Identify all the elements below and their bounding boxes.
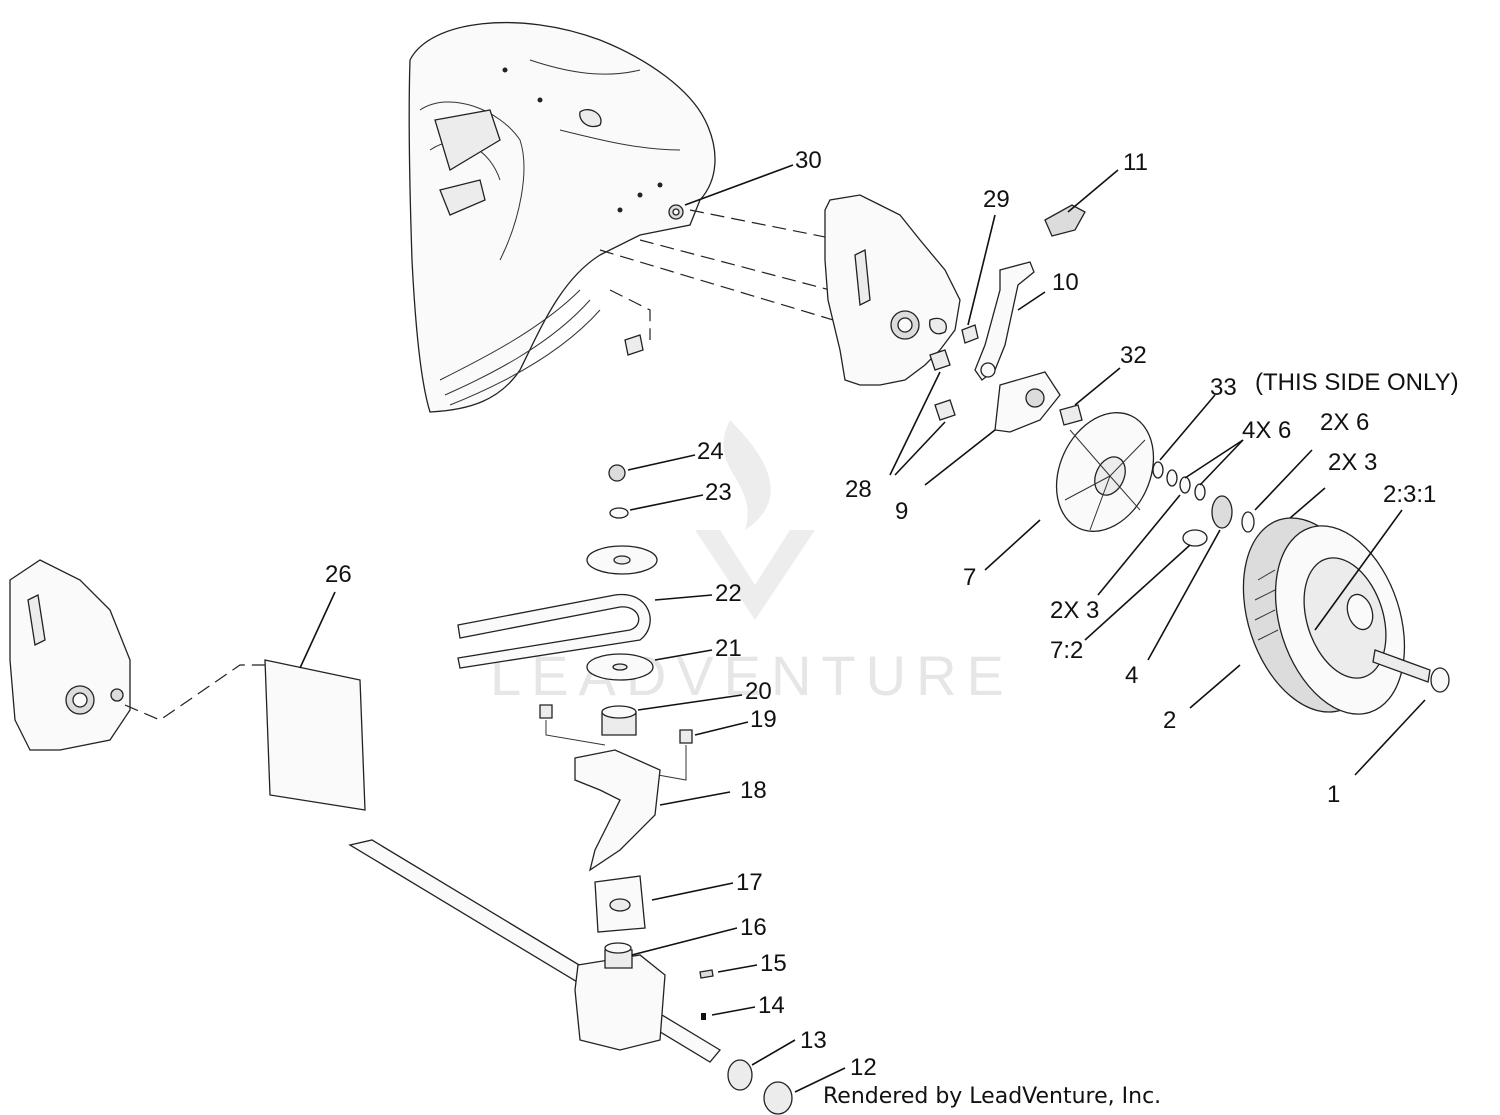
callout-4: 4 (1125, 662, 1138, 689)
callout-19: 19 (750, 706, 777, 733)
part-32-spacer (1059, 404, 1083, 426)
callout-2: 2 (1163, 707, 1176, 734)
mower-deck-housing (408, 21, 716, 413)
part-18-bracket (574, 749, 661, 872)
part-10-lever (974, 261, 1035, 381)
callout-7: 7 (963, 564, 976, 591)
side-plate-right (824, 194, 961, 386)
callout-16: 16 (740, 914, 767, 941)
callout-11: 11 (1123, 149, 1148, 176)
callout-14: 14 (758, 992, 785, 1019)
part-17-gasket (594, 875, 646, 933)
callout-21: 21 (715, 635, 742, 662)
part-1-bolt (1372, 649, 1450, 693)
callout-23: 23 (705, 479, 732, 506)
callout-24: 24 (697, 438, 724, 465)
part-19-bolts (539, 704, 693, 744)
part-13-bearing (727, 1059, 753, 1091)
part-30-nut (668, 204, 684, 220)
callout-9: 9 (895, 498, 908, 525)
callout-2x3-left: 2X 3 (1050, 597, 1099, 624)
part-16-transmission (348, 839, 721, 1063)
part-29-bolt (961, 324, 979, 344)
part-20-spacer (601, 705, 637, 736)
callout-22: 22 (715, 580, 742, 607)
callout-labels: 30 11 29 10 32 33 (THIS SIDE ONLY) 4X 6 … (325, 147, 1459, 1081)
part-7-2-washer (1182, 529, 1208, 547)
callout-12: 12 (850, 1054, 877, 1081)
callout-10: 10 (1052, 269, 1079, 296)
part-14-key (701, 1013, 706, 1020)
callout-15: 15 (760, 950, 787, 977)
watermark: LEADVENTURE (490, 420, 1014, 707)
part-9-bracket (994, 371, 1061, 433)
part-15-key (699, 969, 714, 979)
part-22-belt-pulley (457, 545, 658, 669)
part-12-fitting (763, 1081, 793, 1115)
callout-26: 26 (325, 561, 352, 588)
callout-30: 30 (795, 147, 822, 174)
callout-4x6: 4X 6 (1242, 417, 1291, 444)
part-4-pinion (1211, 495, 1233, 529)
callout-2x3-right: 2X 3 (1328, 449, 1377, 476)
callout-2x6: 2X 6 (1320, 409, 1369, 436)
callout-1: 1 (1327, 781, 1340, 808)
part-2x6-washer (1241, 511, 1255, 533)
callout-33: 33 (1210, 374, 1237, 401)
callout-2-3-1: 2:3:1 (1383, 481, 1436, 508)
callout-18: 18 (740, 777, 767, 804)
part-2-wheel (1242, 517, 1406, 715)
callout-29: 29 (983, 186, 1010, 213)
callout-this-side-only: (THIS SIDE ONLY) (1255, 369, 1459, 396)
callout-20: 20 (745, 678, 772, 705)
part-7-gear-hub (1055, 412, 1155, 532)
watermark-text: LEADVENTURE (490, 644, 1014, 707)
part-24-nut (608, 464, 626, 482)
part-33-washers (1152, 461, 1178, 487)
callout-28: 28 (845, 476, 872, 503)
part-26-cover (264, 659, 366, 811)
callout-32: 32 (1120, 342, 1147, 369)
part-28-bolts (929, 349, 956, 421)
callout-13: 13 (800, 1027, 827, 1054)
part-11-grip (1044, 204, 1086, 237)
part-pawls (1179, 476, 1206, 501)
footer-credit: Rendered by LeadVenture, Inc. (823, 1084, 1161, 1109)
part-21-pulley (586, 653, 654, 681)
callout-17: 17 (736, 869, 763, 896)
callout-7-2: 7:2 (1050, 637, 1083, 664)
part-23-washer (609, 507, 629, 519)
side-plate-left (9, 559, 131, 751)
